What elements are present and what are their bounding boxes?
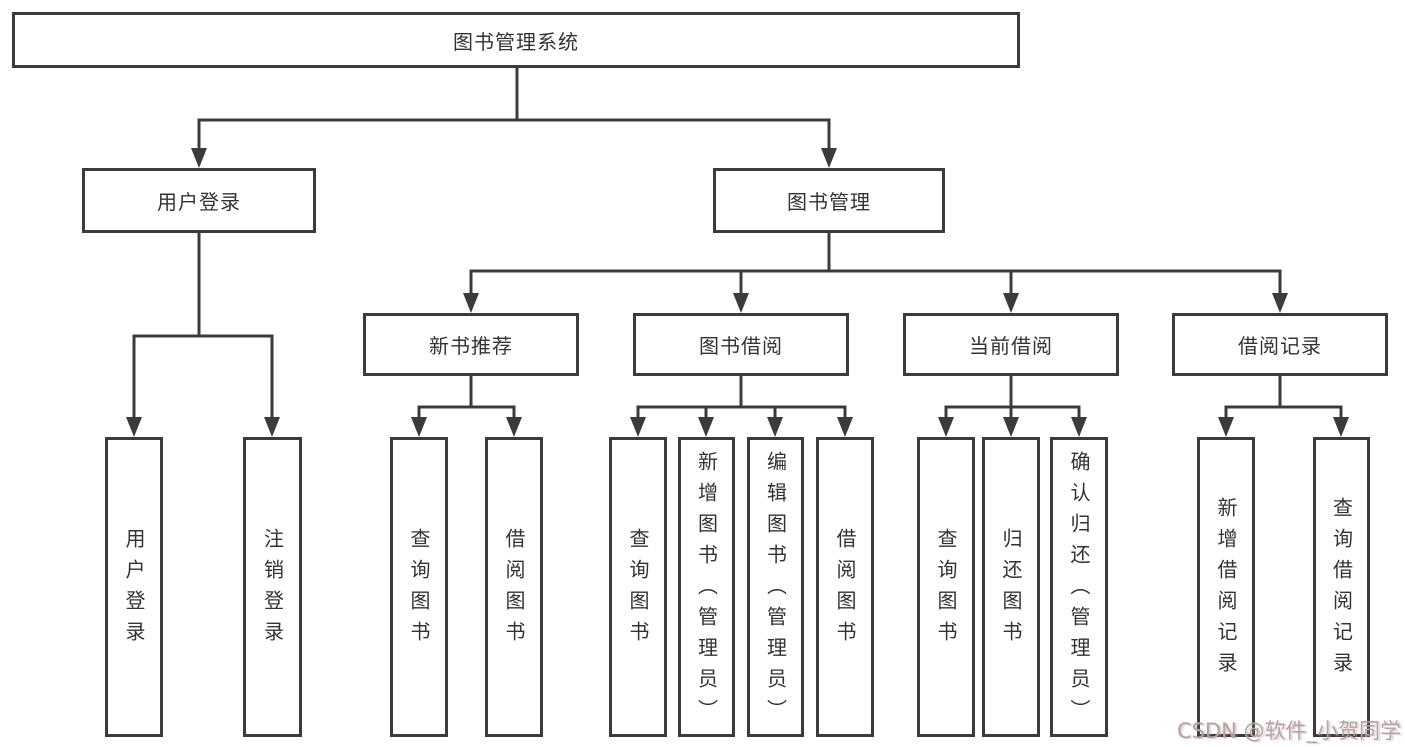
connector-user-login-to-leaves [132,231,274,421]
connector-book-mgmt-to-level3 [469,231,1282,297]
leaf-newbook-query-books: 查询图书 [390,437,448,737]
leaf-confirm-return-admin: 确认归还（管理员） [1050,437,1108,737]
node-new-book-recommend: 新书推荐 [363,313,579,376]
connector-borrow-records-to-leaves [1224,374,1343,421]
connector-root-to-level2 [197,66,831,152]
arrowheads-book-borrow-leaves [630,417,853,437]
connector-current-borrow-to-leaves [944,374,1081,421]
arrowheads-borrow-records-leaves [1218,417,1349,437]
arrowheads-new-book-leaves [411,417,522,437]
leaf-edit-books-admin: 编辑图书（管理员） [747,437,804,737]
leaf-newbook-borrow-books: 借阅图书 [485,437,543,737]
csdn-watermark: CSDN @软件_小贺同学 [1176,719,1401,743]
node-borrow-records: 借阅记录 [1172,313,1388,376]
node-current-borrow: 当前借阅 [903,313,1119,376]
node-root: 图书管理系统 [12,12,1020,68]
leaf-borrow-books: 借阅图书 [816,437,874,737]
node-book-borrow: 图书借阅 [633,313,849,376]
leaf-user-login: 用户登录 [105,437,163,737]
arrowheads-level2 [191,148,837,168]
connector-book-borrow-to-leaves [636,374,847,421]
leaf-query-borrow-record: 查询借阅记录 [1313,437,1370,737]
leaf-logout: 注销登录 [243,437,302,737]
leaf-borrow-query-books: 查询图书 [609,437,667,737]
connector-new-book-to-leaves [417,374,516,421]
leaf-current-query-books: 查询图书 [917,437,975,737]
leaf-add-books-admin: 新增图书（管理员） [678,437,735,737]
leaf-return-books: 归还图书 [982,437,1040,737]
node-user-login: 用户登录 [82,168,316,233]
leaf-add-borrow-record: 新增借阅记录 [1197,437,1255,737]
arrowheads-level3 [463,293,1288,313]
arrowheads-user-login-leaves [126,417,280,437]
node-book-mgmt: 图书管理 [713,168,945,233]
arrowheads-current-borrow-leaves [938,417,1087,437]
